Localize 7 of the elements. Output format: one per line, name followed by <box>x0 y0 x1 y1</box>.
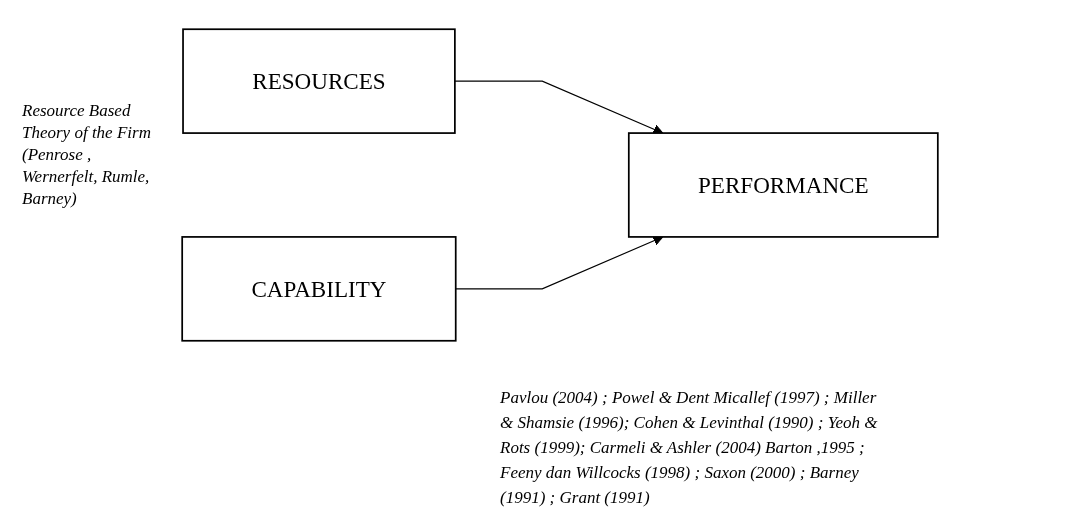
theory-note: Resource Based Theory of the Firm (Penrose , Wernerfelt, Rumle, Barney) <box>22 100 152 210</box>
arrow <box>455 235 664 290</box>
references-note: Pavlou (2004) ; Powel & Dent Micallef (1997) ; Miller & Shamsie (1996); Cohen & Levinthal (1990) ; Yeoh & Rots (1999); Carmeli & Ashler (2004) Barton ,1995 ; Feeny dan Willcocks (1998) ; Saxon (2000) ; Barney (1991) ; Grant (1991) <box>500 387 879 509</box>
arrow <box>454 80 664 135</box>
node-box: PERFORMANCE <box>627 132 939 238</box>
node-box: RESOURCES <box>182 28 456 134</box>
node-box: CAPABILITY <box>181 236 457 342</box>
